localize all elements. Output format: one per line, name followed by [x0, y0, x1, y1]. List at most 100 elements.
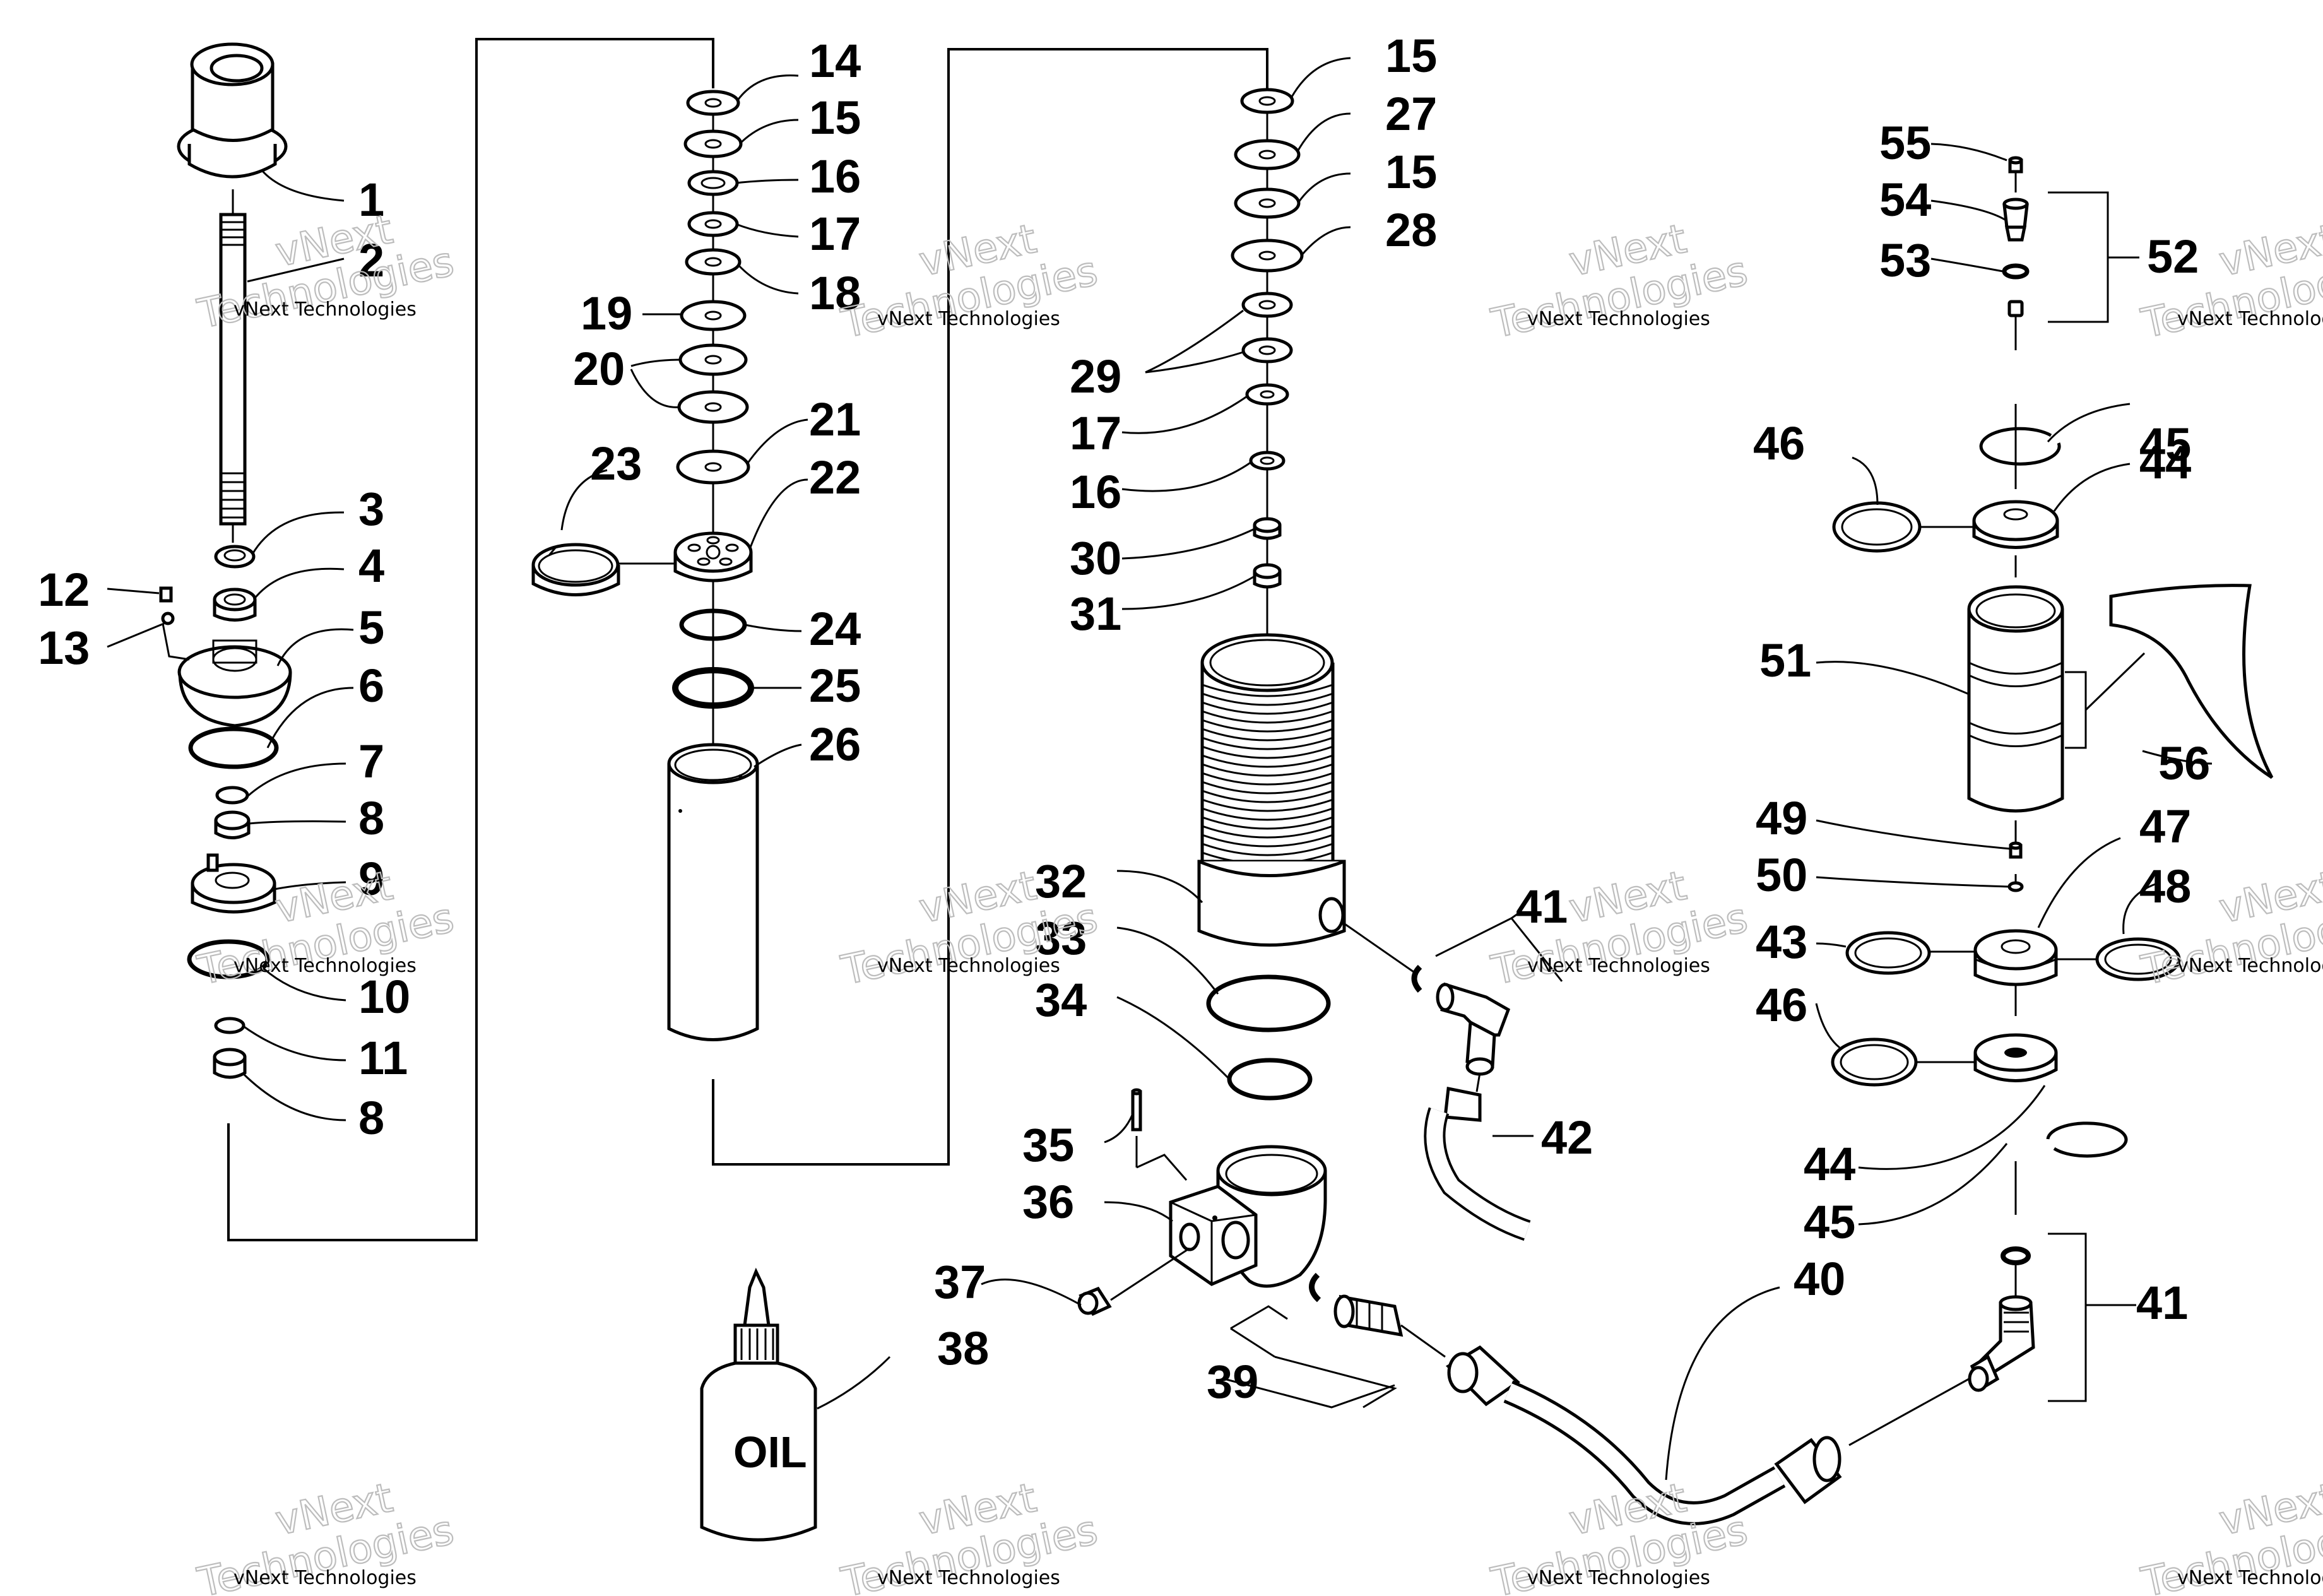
callout-20: 20 [573, 343, 625, 395]
callout-43: 43 [1756, 916, 1807, 968]
part-17-shim [687, 211, 739, 237]
callout-13: 13 [38, 622, 90, 674]
part-20-shim-b [677, 390, 749, 424]
watermark-caption: vNext Technologies [877, 955, 1060, 977]
valve-stack [531, 90, 759, 1041]
callout-1: 1 [358, 174, 384, 226]
shaft-assembly [159, 42, 292, 1079]
part-41-elbow-fitting [1411, 964, 1511, 1076]
watermark-caption: vNext Technologies [1527, 1567, 1710, 1589]
part-43-ring [1845, 931, 1931, 975]
part-23-piston-band [531, 543, 620, 596]
watermark-caption: vNext Technologies [2177, 1567, 2323, 1589]
callout-38: 38 [937, 1322, 989, 1374]
callout-12: 12 [38, 564, 90, 616]
callout-51: 51 [1759, 634, 1811, 687]
callout-2: 2 [358, 234, 384, 287]
callout-8: 8 [358, 792, 384, 844]
callout-22: 22 [809, 451, 861, 504]
callout-42: 42 [1541, 1111, 1593, 1164]
part-54-valve-stem [2002, 198, 2029, 242]
callout-15: 15 [809, 92, 861, 144]
part-15-shim-mid [1234, 187, 1301, 219]
watermark-caption: vNext Technologies [233, 955, 417, 977]
part-49-screw [2009, 841, 2023, 859]
part-38-oil-bottle: OIL [700, 1267, 817, 1542]
hoses [1340, 920, 1970, 1525]
part-41-elbow-lower [1968, 1295, 2035, 1392]
callout-45: 45 [2139, 418, 2191, 471]
callout-49: 49 [1756, 792, 1807, 844]
part-32-threaded-body [1197, 633, 1346, 947]
callout-54: 54 [1879, 174, 1931, 226]
callout-4: 4 [358, 540, 384, 592]
part-40-hose [1445, 1345, 1842, 1525]
callout-41: 41 [2136, 1277, 2188, 1329]
part-13-ball [161, 612, 175, 625]
callout-labels: 1234567891011812131415161718192021222324… [38, 30, 2210, 1408]
part-44-end-cap-lower [1973, 1033, 2058, 1082]
callout-16: 16 [809, 150, 861, 203]
watermark-caption: vNext Technologies [2177, 955, 2323, 977]
callout-45: 45 [1804, 1196, 1855, 1248]
callout-8: 8 [358, 1092, 384, 1144]
part-18-shim [685, 248, 742, 276]
part-45-snap-ring-lower [2046, 1121, 2128, 1158]
part-47-floating-piston [1973, 929, 2058, 986]
callout-46: 46 [1753, 417, 1805, 470]
callout-9: 9 [358, 853, 384, 905]
callout-35: 35 [1022, 1119, 1074, 1171]
callout-52: 52 [2147, 230, 2199, 283]
part-1-eyelet [177, 42, 288, 179]
part-30-nut [1253, 517, 1282, 540]
part-51-canister [1967, 585, 2064, 813]
callout-33: 33 [1035, 912, 1087, 964]
callout-18: 18 [809, 267, 861, 319]
part-8-bushing [214, 810, 251, 839]
part-44-end-cap [1972, 500, 2059, 549]
part-28-shim [1231, 239, 1304, 273]
callout-39: 39 [1207, 1356, 1258, 1408]
part-42-hose [1424, 1072, 1531, 1241]
callout-37: 37 [934, 1256, 986, 1308]
callout-55: 55 [1879, 117, 1931, 169]
callout-14: 14 [809, 35, 861, 87]
callout-11: 11 [358, 1032, 408, 1084]
callout-27: 27 [1385, 88, 1437, 140]
callout-15: 15 [1385, 30, 1437, 82]
callout-23: 23 [590, 437, 642, 490]
part-33-o-ring [1206, 974, 1331, 1032]
part-26-body-tube [667, 743, 759, 1041]
callout-40: 40 [1794, 1253, 1845, 1305]
part-16-shim-r [1249, 451, 1286, 471]
callout-48: 48 [2139, 860, 2191, 913]
callout-44: 44 [1804, 1138, 1855, 1190]
part-29-shim-a [1241, 292, 1293, 318]
part-21-shim [676, 449, 750, 485]
part-39-fitting [1309, 1272, 1404, 1337]
part-17-shim-r [1245, 383, 1289, 406]
part-6-o-ring [188, 726, 279, 769]
part-5-seal-head [177, 639, 292, 728]
leader-lines [107, 57, 2213, 1481]
callout-30: 30 [1070, 532, 1121, 584]
callout-41: 41 [1516, 880, 1568, 933]
part-29-shim-b [1241, 337, 1293, 364]
callout-36: 36 [1022, 1176, 1074, 1228]
connector-lines [227, 38, 1268, 1241]
watermark-caption: vNext Technologies [2177, 308, 2323, 330]
callout-44: 44 [2139, 436, 2191, 488]
part-3-seal [214, 545, 256, 569]
callout-17: 17 [809, 208, 861, 260]
part-46-ring-lower [1831, 1037, 1918, 1087]
part-4-bushing [213, 588, 257, 622]
callout-31: 31 [1070, 588, 1121, 640]
part-34-o-ring [1227, 1058, 1313, 1101]
part-15-shim-top [1240, 88, 1294, 114]
part-7-washer [215, 786, 249, 805]
watermark-caption: vNext Technologies [1527, 308, 1710, 330]
callout-10: 10 [358, 971, 410, 1023]
part-45-snap-ring [1979, 427, 2061, 466]
part-15-shim [683, 129, 743, 158]
